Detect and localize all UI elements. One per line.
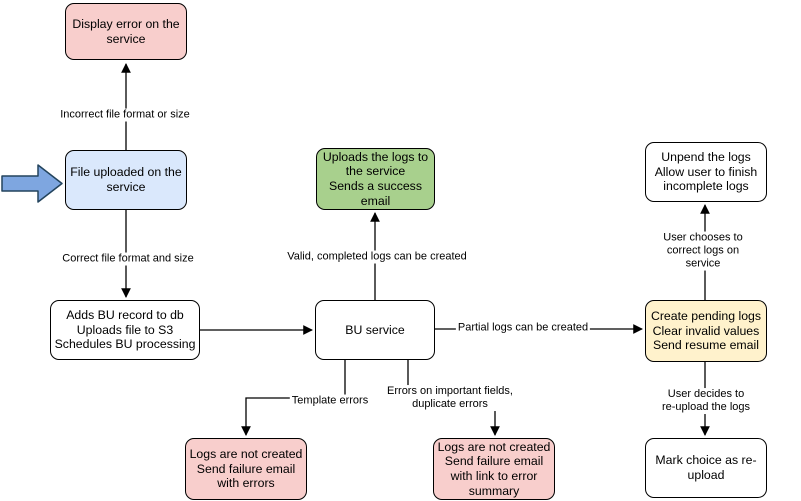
label-partial-logs: Partial logs can be created bbox=[455, 321, 591, 335]
label-valid-logs: Valid, completed logs can be created bbox=[285, 250, 469, 264]
node-bu-service: BU service bbox=[315, 300, 435, 360]
node-uploads-logs-success: Uploads the logs to the service Sends a … bbox=[316, 148, 435, 210]
label-incorrect-format: Incorrect file format or size bbox=[58, 108, 192, 122]
node-mark-reupload: Mark choice as re- upload bbox=[645, 438, 767, 498]
label-user-decides: User decides to re-upload the logs bbox=[658, 388, 754, 414]
node-logs-not-created-summary: Logs are not created Send failure email … bbox=[433, 438, 555, 500]
node-adds-bu-record: Adds BU record to db Uploads file to S3 … bbox=[50, 300, 200, 360]
node-logs-not-created-errors: Logs are not created Send failure email … bbox=[185, 438, 307, 500]
label-user-chooses: User chooses to correct logs on service bbox=[654, 231, 752, 271]
label-correct-format: Correct file format and size bbox=[60, 252, 196, 266]
node-create-pending-logs: Create pending logs Clear invalid values… bbox=[645, 300, 767, 362]
node-file-uploaded: File uploaded on the service bbox=[65, 150, 187, 210]
label-important-errors: Errors on important fields, duplicate er… bbox=[385, 385, 515, 411]
node-display-error: Display error on the service bbox=[65, 3, 187, 60]
node-unpend-logs: Unpend the logs Allow user to finish inc… bbox=[645, 142, 767, 202]
label-template-errors: Template errors bbox=[289, 394, 371, 408]
entry-arrow-icon bbox=[1, 164, 63, 203]
